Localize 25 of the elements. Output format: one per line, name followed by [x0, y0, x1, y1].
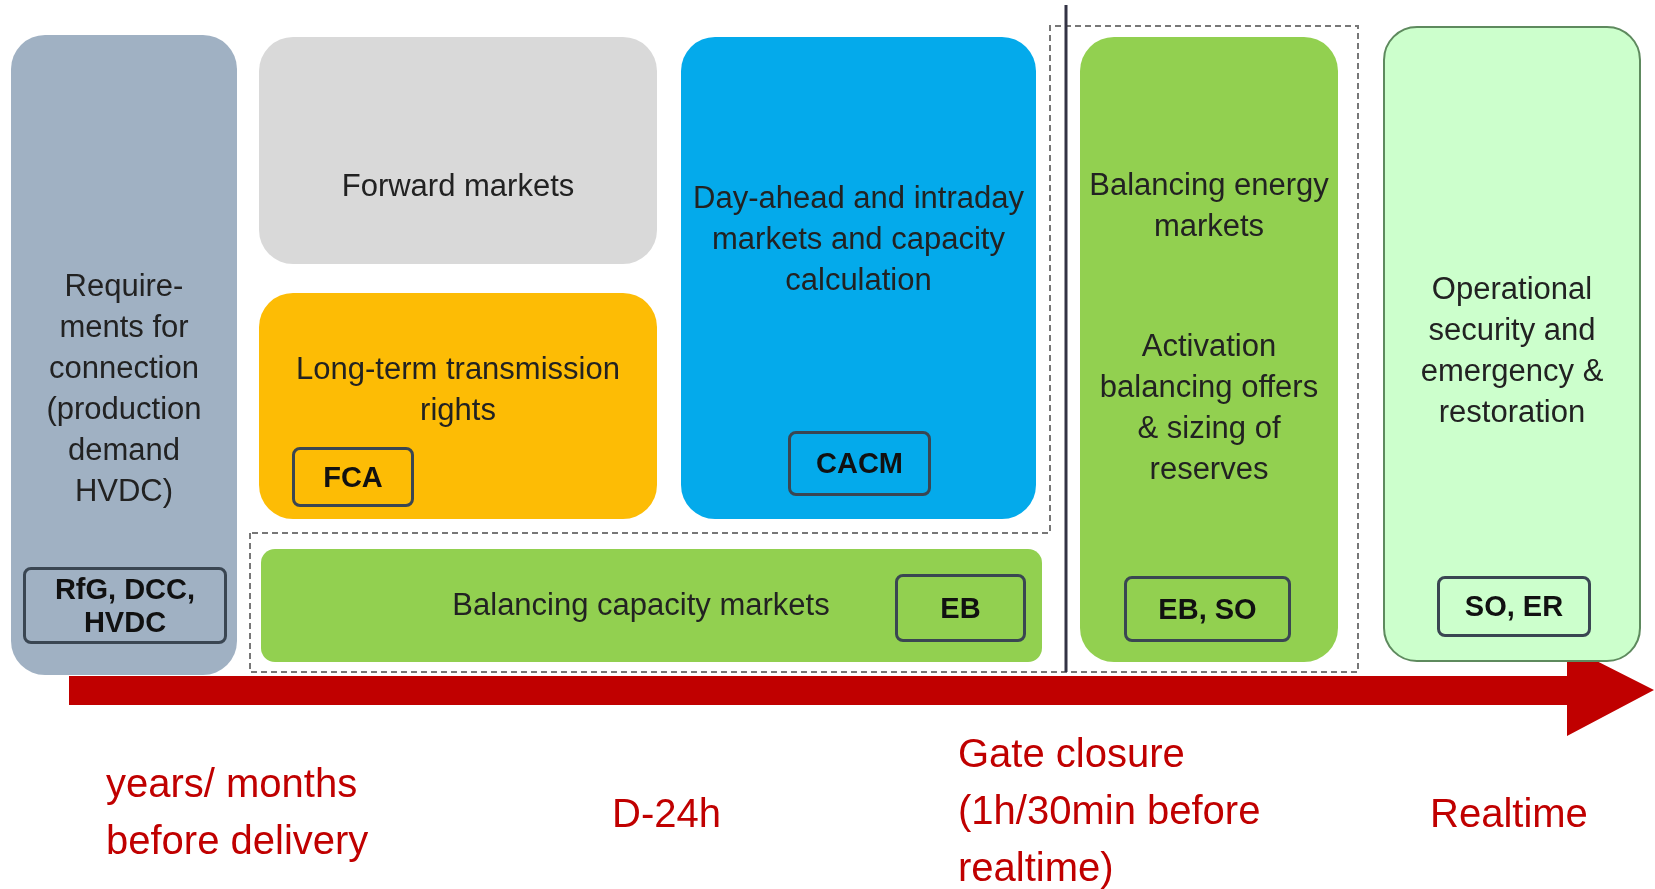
box-label: Forward markets	[340, 167, 576, 205]
timeline-label: Realtime	[1430, 790, 1589, 837]
box-label: Balancing energy markets	[1088, 166, 1330, 245]
box-label: Balancing capacity markets	[451, 586, 831, 624]
code-badge: EB	[895, 574, 1026, 642]
phase-box	[259, 293, 657, 519]
code-badge: FCA	[292, 447, 414, 507]
code-badge: SO, ER	[1437, 576, 1591, 637]
phase-box	[1080, 37, 1338, 662]
box-label: Operational security and emergency & restoration	[1419, 270, 1605, 431]
code-badge: CACM	[788, 431, 931, 496]
phase-box	[681, 37, 1036, 519]
box-label: Long-term transmission rights	[295, 350, 621, 429]
phase-box	[261, 549, 1042, 662]
phase-box	[11, 35, 237, 675]
box-label: Day-ahead and intraday markets and capacity calculation	[692, 179, 1025, 299]
phase-box	[259, 37, 657, 264]
phase-box	[1383, 26, 1641, 662]
timeline-label: D-24h	[612, 790, 722, 837]
timeline-label: years/ months before delivery	[106, 760, 370, 864]
code-badge: RfG, DCC, HVDC	[23, 567, 227, 644]
timeline-label: Gate closure (1h/30min before realtime)	[958, 730, 1262, 889]
box-label: Activation balancing offers & sizing of reserves	[1098, 327, 1320, 488]
code-badge: EB, SO	[1124, 576, 1291, 642]
box-label: Require-ments for connection (production demand HVDC)	[45, 267, 203, 510]
